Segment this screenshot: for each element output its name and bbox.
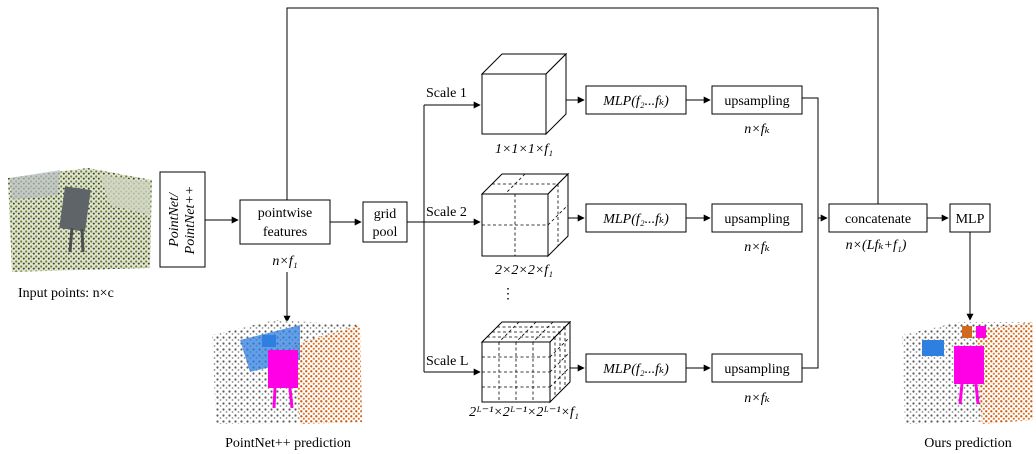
input-point-cloud-image <box>8 168 152 272</box>
skip-connection-line <box>286 7 879 212</box>
backbone-label-1: PointNet/ <box>167 192 182 248</box>
backbone-label-2: PointNet++ <box>183 186 198 256</box>
pointnet-prediction-caption: PointNet++ prediction <box>225 436 351 451</box>
pointnet-prediction-image <box>212 320 362 424</box>
scales-ellipsis: ⋮ <box>501 287 515 302</box>
scale1-label: Scale 1 <box>426 86 467 101</box>
upsampling-box-scale2 <box>711 203 803 233</box>
upsampling-box-scale1 <box>711 85 803 115</box>
concatenate-box <box>828 203 928 233</box>
scale2-cube-dim: 2×2×2×f₁ <box>495 263 553 278</box>
ours-prediction-image <box>902 322 1033 424</box>
ours-prediction-caption: Ours prediction <box>924 436 1011 451</box>
pointwise-label-1: pointwise <box>258 206 312 221</box>
pointwise-dim: n×f₁ <box>272 254 297 269</box>
input-caption: Input points: n×c <box>18 286 114 301</box>
upsampling-dim-scaleL: n×fₖ <box>744 391 769 406</box>
concatenate-label: concatenate <box>845 212 911 227</box>
final-mlp-label: MLP <box>956 212 985 227</box>
final-mlp-box <box>949 203 991 233</box>
upsampling-label-scale1: upsampling <box>724 94 789 109</box>
upsampling-label-scaleL: upsampling <box>724 362 789 377</box>
upsampling-dim-scale1: n×fₖ <box>744 122 769 137</box>
pointwise-features-box <box>239 199 331 245</box>
scaleL-cube-dim: 2ᴸ⁻¹×2ᴸ⁻¹×2ᴸ⁻¹×f₁ <box>469 405 579 420</box>
scale1-cube-dim: 1×1×1×f₁ <box>495 142 553 157</box>
mlp-label-scale1: MLP(f₂...fₖ) <box>602 94 669 109</box>
mlp-box-scaleL <box>585 353 687 383</box>
cube-scale-L <box>480 320 572 404</box>
upsampling-dim-scale2: n×fₖ <box>744 240 769 255</box>
concatenate-dim: n×(Lfₖ+f₁) <box>846 238 907 253</box>
scaleL-label: Scale L <box>426 354 468 369</box>
gridpool-label-2: pool <box>373 225 398 240</box>
grid-pool-box <box>362 201 408 243</box>
pointwise-label-2: features <box>263 225 307 240</box>
mlp-label-scale2: MLP(f₂...fₖ) <box>602 212 669 227</box>
gridpool-label-1: grid <box>374 207 397 222</box>
collect-line <box>802 97 819 369</box>
scale2-label: Scale 2 <box>426 205 467 220</box>
mlp-label-scaleL: MLP(f₂...fₖ) <box>602 362 669 377</box>
cube-scale-2 <box>480 172 570 258</box>
cube-scale-1 <box>480 52 568 136</box>
upsampling-label-scale2: upsampling <box>724 212 789 227</box>
